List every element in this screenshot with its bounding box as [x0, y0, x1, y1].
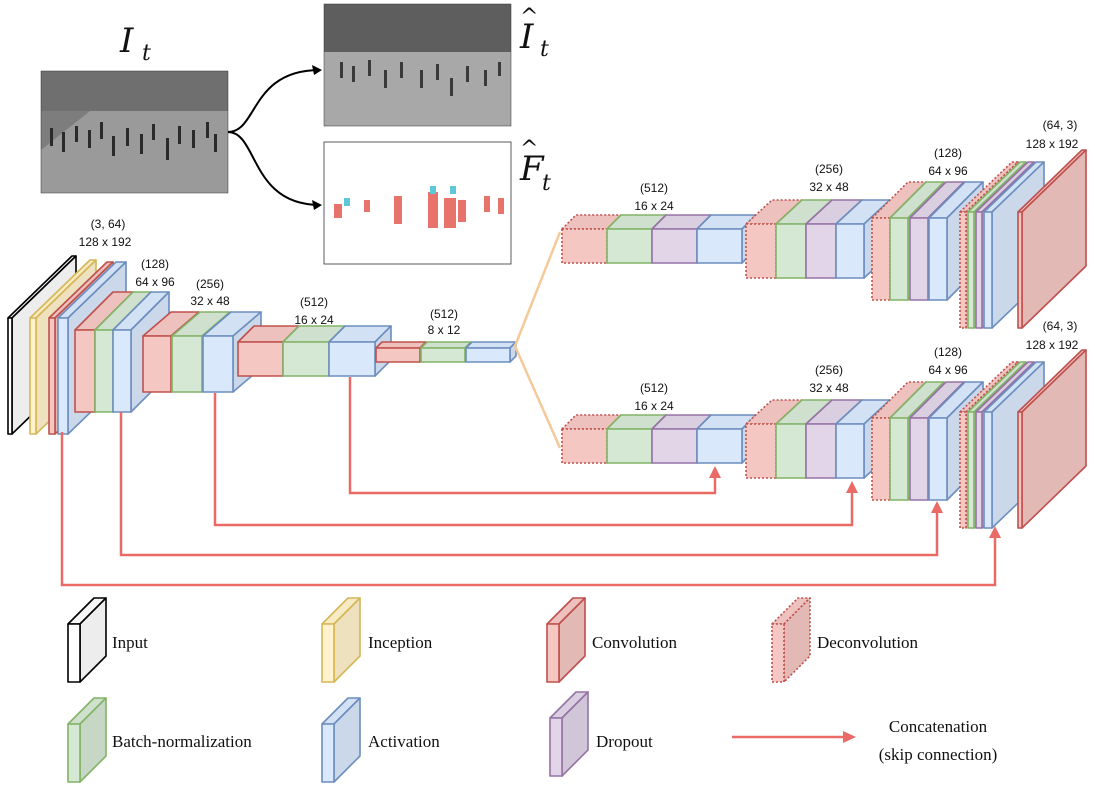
skip-arrowhead-4	[989, 526, 1001, 538]
branch-curve-recon	[227, 69, 321, 133]
legend-batchnorm-icon	[67, 697, 107, 783]
dec-bot3-size: 64 x 96	[928, 363, 968, 377]
input-image-subscript: t	[142, 41, 151, 66]
enc3-size: 32 x 48	[190, 294, 230, 308]
legend-activation-icon	[321, 697, 361, 783]
dec-top2-size: 32 x 48	[809, 180, 849, 194]
dec-top4-channels: (64, 3)	[1043, 118, 1078, 132]
recon-image-label: I	[519, 17, 534, 57]
encoder-act4-layer	[328, 325, 392, 377]
legend-concat-arrowhead	[843, 731, 856, 743]
branch-arrowhead-recon	[312, 65, 322, 75]
flow-image-label: F	[519, 149, 545, 189]
branch-line-top	[513, 231, 562, 347]
enc5-size: 8 x 12	[428, 323, 461, 337]
dec-bot1-channels: (512)	[640, 381, 668, 395]
input-frame-image	[40, 70, 229, 194]
legend-inception-label: Inception	[368, 633, 433, 652]
legend-convolution-label: Convolution	[592, 633, 678, 652]
legend-batchnorm-label: Batch-normalization	[112, 732, 252, 751]
flow-hat-symbol: ^	[520, 137, 538, 162]
skip-connection-16x24	[348, 377, 717, 495]
legend	[67, 597, 811, 783]
branch-line-bottom	[513, 345, 562, 449]
legend-deconvolution-label: Deconvolution	[817, 633, 919, 652]
input-image-label: I	[119, 21, 134, 61]
flow-map-image	[323, 141, 512, 265]
legend-dropout-icon	[549, 691, 589, 777]
reconstructed-frame-image	[323, 3, 512, 127]
enc1-size: 128 x 192	[79, 235, 132, 249]
dec-top1-size: 16 x 24	[634, 199, 674, 213]
encoder	[7, 255, 517, 435]
branch-curve-flow	[227, 131, 321, 206]
skip-arrowheads	[709, 466, 1001, 538]
skip-connections	[60, 377, 997, 587]
dec-bot1-size: 16 x 24	[634, 399, 674, 413]
decoder-bottom-output-conv-layer	[1017, 349, 1087, 529]
enc5-channels: (512)	[430, 307, 458, 321]
legend-input-icon	[67, 597, 107, 683]
skip-arrowhead-3	[931, 501, 943, 513]
dec-bot4-size: 128 x 192	[1026, 338, 1079, 352]
legend-activation-label: Activation	[368, 732, 440, 751]
skip-arrowhead-2	[846, 481, 858, 493]
flow-image-subscript: t	[542, 171, 551, 196]
enc1-channels: (3, 64)	[91, 217, 126, 231]
legend-inception-icon	[321, 597, 361, 683]
decoders	[561, 149, 1087, 529]
enc2-channels: (128)	[141, 257, 169, 271]
recon-hat-symbol: ^	[520, 5, 538, 30]
dec-bot3-channels: (128)	[934, 345, 962, 359]
encoder-bn5-layer	[420, 341, 472, 363]
branch-arrowhead-flow	[312, 200, 322, 210]
dec-top4-size: 128 x 192	[1026, 137, 1079, 151]
dec-top2-channels: (256)	[815, 162, 843, 176]
enc3-channels: (256)	[196, 277, 224, 291]
dec-top1-channels: (512)	[640, 181, 668, 195]
legend-input-label: Input	[112, 633, 148, 652]
skip-connection-32x48	[213, 393, 854, 527]
skip-connection-64x96	[119, 412, 939, 557]
enc2-size: 64 x 96	[135, 275, 175, 289]
encoder-act5-layer	[465, 341, 517, 363]
legend-deconvolution-icon	[771, 597, 811, 683]
encoder-conv5-layer	[375, 341, 427, 363]
enc4-size: 16 x 24	[294, 313, 334, 327]
decoder-top-output-conv-layer	[1017, 149, 1087, 329]
dec-top3-size: 64 x 96	[928, 164, 968, 178]
dec-bot4-channels: (64, 3)	[1043, 319, 1078, 333]
dec-bot2-size: 32 x 48	[809, 381, 849, 395]
legend-dropout-label: Dropout	[596, 732, 653, 751]
dec-top3-channels: (128)	[934, 146, 962, 160]
legend-concat-label-1: Concatenation	[889, 717, 988, 736]
legend-convolution-icon	[546, 597, 586, 683]
recon-image-subscript: t	[540, 37, 549, 62]
skip-arrowhead-1	[709, 466, 721, 478]
enc4-channels: (512)	[300, 295, 328, 309]
dec-bot2-channels: (256)	[815, 363, 843, 377]
legend-concat-label-2: (skip connection)	[879, 745, 998, 764]
skip-connection-128x192	[60, 432, 997, 587]
